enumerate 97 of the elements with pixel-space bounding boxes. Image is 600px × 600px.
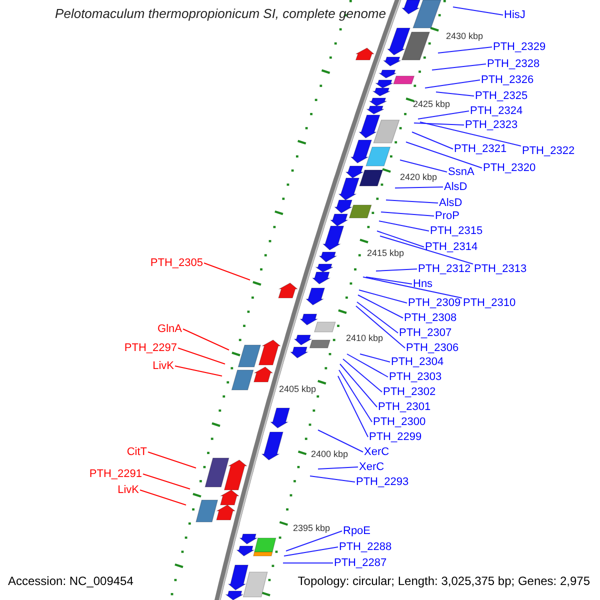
position-label: 2410 kbp [346, 333, 384, 343]
leader-line [386, 200, 438, 204]
gene-label: PTH_2304 [391, 355, 444, 369]
gene-label: PTH_2323 [465, 118, 518, 132]
genome-summary-text: Topology: circular; Length: 3,025,375 bp; Genes: 2,975 [298, 574, 590, 589]
leader-line [412, 132, 454, 150]
leader-line [310, 476, 356, 482]
gene-label: PTH_2328 [487, 57, 540, 71]
leader-line [452, 6, 504, 16]
leader-line [436, 92, 474, 96]
leader-line [358, 294, 404, 318]
leader-line [438, 46, 492, 54]
gene-label: PTH_2302 [383, 385, 436, 399]
gene-label: PTH_2307 [399, 326, 452, 340]
gene-label: RpoE [343, 524, 371, 538]
gene-label: PTH_2293 [356, 475, 409, 489]
gene-label: PTH_2312 [418, 262, 471, 276]
gene-label: PTH_2308 [404, 311, 457, 325]
position-label: 2415 kbp [367, 248, 404, 258]
leader-line [338, 370, 372, 422]
leader-line [140, 490, 186, 506]
position-label: 2420 kbp [400, 172, 438, 182]
gene-label: LivK [118, 483, 139, 497]
position-label: 2405 kbp [279, 384, 316, 394]
leader-line [148, 452, 196, 468]
gene-label: LivK [152, 359, 174, 373]
gene-label: PTH_2322 [522, 144, 575, 158]
accession-text: Accession: NC_009454 [8, 574, 134, 589]
gene-label: PTH_2288 [339, 540, 392, 554]
gene-label: CitT [126, 445, 147, 459]
gene-label: PTH_2329 [493, 40, 546, 54]
leader-line [286, 530, 342, 552]
gene-label: SsnA [448, 165, 474, 179]
leader-line [182, 328, 230, 350]
gene-label: PTH_2305 [150, 256, 203, 270]
position-label: 2395 kbp [293, 523, 330, 533]
leader-line [360, 354, 390, 362]
leader-line [356, 302, 398, 334]
gene-label: PTH_2303 [389, 370, 442, 384]
gene-label: Hns [413, 277, 433, 291]
gene-label: PTH_2299 [369, 430, 422, 444]
leader-line [318, 430, 364, 452]
gene-label: PTH_2291 [89, 467, 142, 481]
leader-line [346, 354, 388, 378]
leader-line [394, 186, 444, 188]
position-label: 2425 kbp [413, 99, 450, 109]
leader-line [174, 366, 222, 376]
leader-line [376, 268, 418, 272]
leader-line [400, 160, 448, 172]
gene-label: PTH_2314 [425, 240, 478, 254]
position-label: 2400 kbp [311, 449, 348, 459]
position-label: 2430 kbp [446, 31, 484, 41]
gene-label: AlsD [439, 196, 462, 210]
gene-label: HisJ [504, 8, 526, 22]
leader-line [406, 142, 482, 168]
leader-line [362, 276, 462, 298]
gene-label: PTH_2300 [373, 415, 426, 429]
leader-line [420, 122, 522, 146]
gene-label: PTH_2287 [334, 556, 387, 570]
gene-label: PTH_2324 [470, 104, 523, 118]
title: Pelotomaculum thermopropionicum SI, complete genome [55, 6, 386, 22]
gene-label: PTH_2297 [124, 341, 177, 355]
leader-line [418, 110, 470, 120]
gene-label: PTH_2315 [430, 224, 483, 238]
gene-label: PTH_2326 [481, 73, 534, 87]
leader-line [380, 236, 474, 264]
gene-label: PTH_2301 [378, 400, 431, 414]
gene-label: PTH_2321 [454, 142, 507, 156]
leader-line [358, 290, 408, 304]
leader-line [432, 64, 486, 70]
leader-line [376, 230, 424, 248]
gene-label: XerC [364, 445, 390, 459]
leader-line [338, 376, 368, 438]
leader-line [414, 122, 464, 126]
gene-label: PTH_2325 [475, 89, 528, 103]
leader-line [204, 262, 250, 280]
gene-label: PTH_2310 [463, 296, 516, 310]
leader-line [284, 546, 338, 556]
leader-line [342, 358, 382, 392]
gene-label: XerC [359, 460, 384, 474]
leader-line [340, 364, 378, 408]
gene-label: PTH_2306 [406, 341, 459, 355]
leader-line [380, 212, 434, 216]
leader-line [142, 474, 190, 490]
leader-line [178, 348, 226, 364]
leader-line [424, 80, 480, 88]
gene-label: PTH_2320 [483, 161, 536, 175]
leader-line [356, 306, 406, 348]
gene-label: PTH_2313 [474, 262, 527, 276]
gene-label: AlsD [444, 180, 468, 194]
gene-label: GlnA [158, 322, 182, 336]
leader-line [318, 466, 358, 470]
leader-line [366, 276, 412, 284]
leader-line [282, 562, 334, 564]
gene-label: ProP [435, 209, 460, 223]
leader-line [378, 220, 430, 232]
gene-label: PTH_2309 [408, 296, 461, 310]
